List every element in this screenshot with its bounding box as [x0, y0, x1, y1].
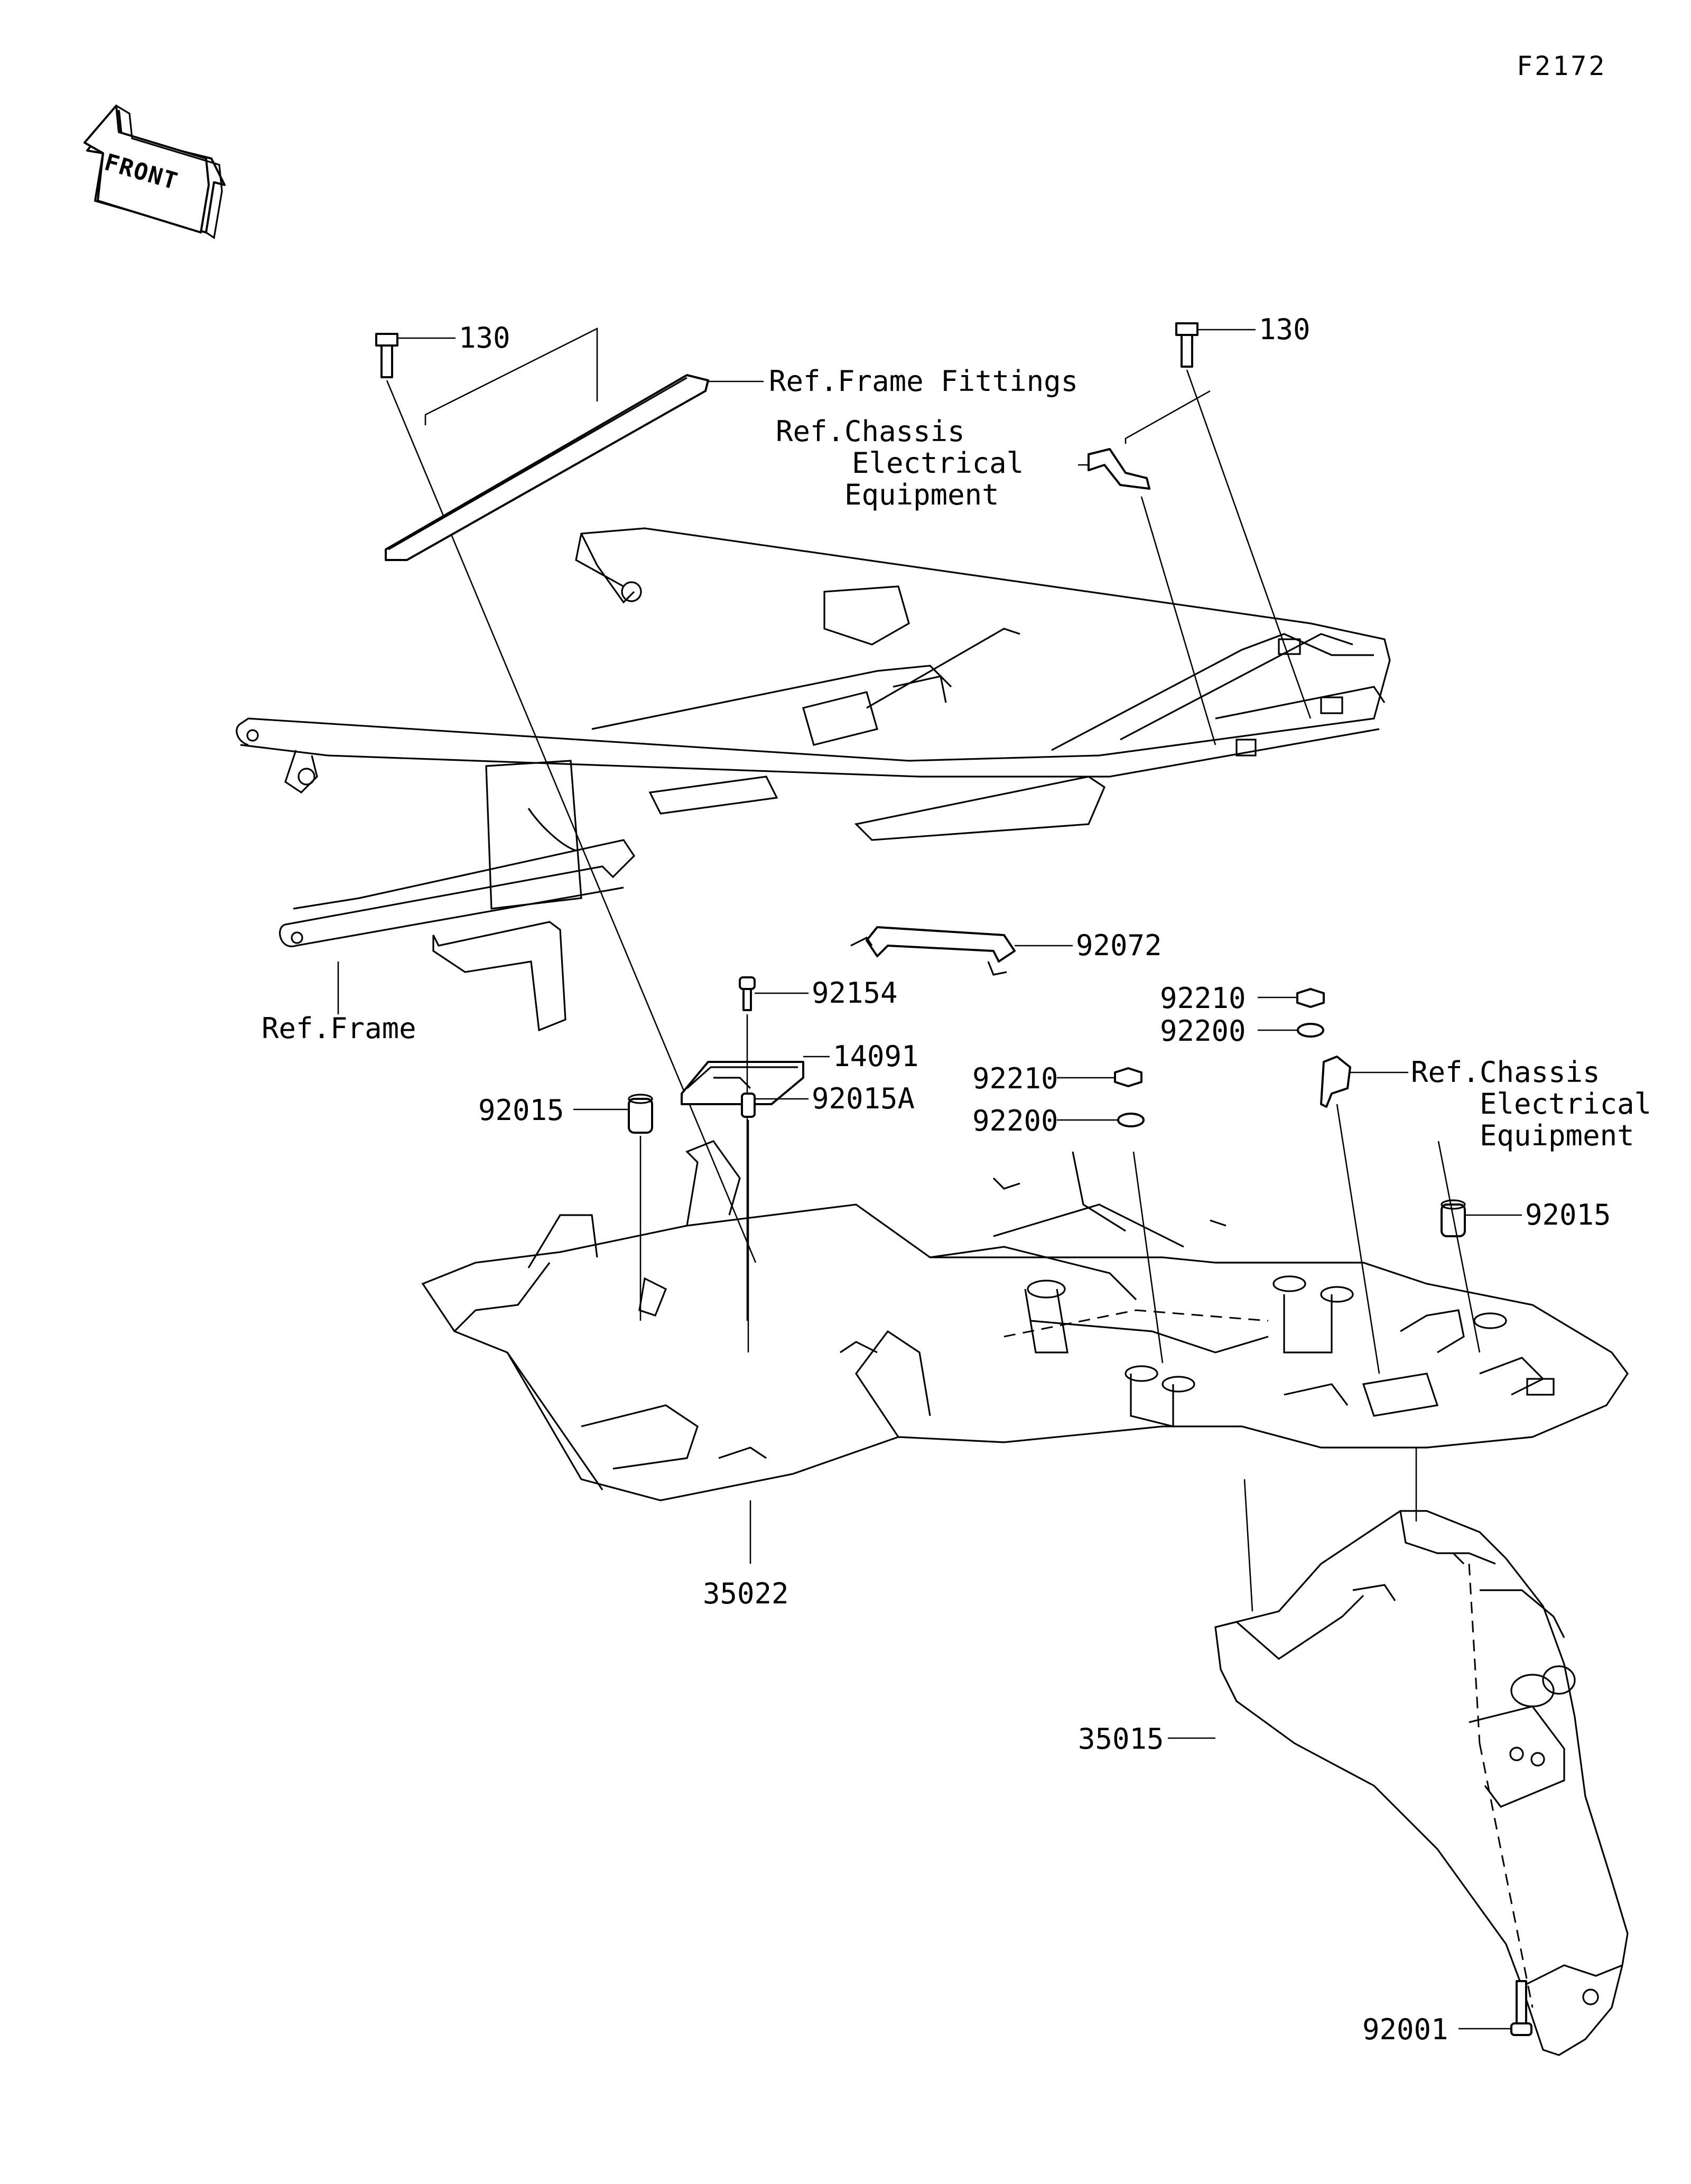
undertray-35022: 35022 — [421, 1140, 1629, 1610]
ref-chassis-mid-line2: Electrical — [1480, 1087, 1651, 1121]
ref-chassis-mid-line1: Ref.Chassis — [1411, 1056, 1600, 1089]
ref-chassis-top-line3: Equipment — [844, 478, 999, 511]
label-92154: 92154 — [812, 976, 898, 1010]
front-arrow-icon: FRONT — [83, 105, 226, 239]
label-92210-upper: 92210 — [1160, 982, 1246, 1015]
screw-92154: 92154 — [739, 976, 898, 1035]
screw-92001: 92001 — [1362, 1980, 1532, 2046]
label-92001: 92001 — [1362, 2013, 1448, 2046]
grommet-92015-right: 92015 — [1437, 1141, 1611, 1353]
figure-id: F2172 — [1517, 51, 1607, 81]
ref-chassis-top-line1: Ref.Chassis — [776, 415, 965, 448]
label-92210-lower: 92210 — [972, 1062, 1058, 1095]
label-14091: 14091 — [833, 1040, 919, 1073]
grommet-92015-left: 92015 — [478, 1094, 653, 1321]
label-92200-lower: 92200 — [972, 1104, 1058, 1137]
label-130-right: 130 — [1259, 313, 1311, 346]
label-130-left: 130 — [459, 321, 510, 354]
nut-washer-upper: 92210 92200 — [1160, 982, 1325, 1048]
bracket-92072: 92072 — [850, 926, 1162, 976]
label-92015a: 92015A — [812, 1082, 915, 1115]
ref-chassis-mid-line3: Equipment — [1480, 1119, 1634, 1152]
label-92072: 92072 — [1076, 929, 1162, 962]
nut-washer-lower: 92210 92200 — [972, 1062, 1164, 1364]
label-92200-upper: 92200 — [1160, 1014, 1246, 1048]
label-ref-frame: Ref.Frame — [262, 1012, 416, 1045]
label-92015-right: 92015 — [1525, 1198, 1611, 1231]
label-35022: 35022 — [703, 1577, 789, 1610]
plate-14091: 14091 — [681, 1035, 919, 1321]
chassis-clip-mid: Ref.Chassis Electrical Equipment — [1320, 1056, 1651, 1374]
label-ref-frame-fittings: Ref.Frame Fittings — [769, 365, 1078, 398]
rear-fender-35015: 35015 — [1078, 1448, 1629, 2056]
frame-fitting-bar: Ref.Frame Fittings — [385, 327, 1078, 561]
chassis-clamp-top: Ref.Chassis Electrical Equipment — [776, 390, 1216, 745]
ref-chassis-top-line2: Electrical — [852, 446, 1024, 480]
grommet-92015a: 92015A — [741, 1082, 915, 1352]
label-35015: 35015 — [1078, 1722, 1164, 1756]
bolt-130-right: 130 — [1175, 313, 1312, 719]
rear-frame — [236, 527, 1391, 1032]
label-92015-left: 92015 — [478, 1094, 564, 1127]
